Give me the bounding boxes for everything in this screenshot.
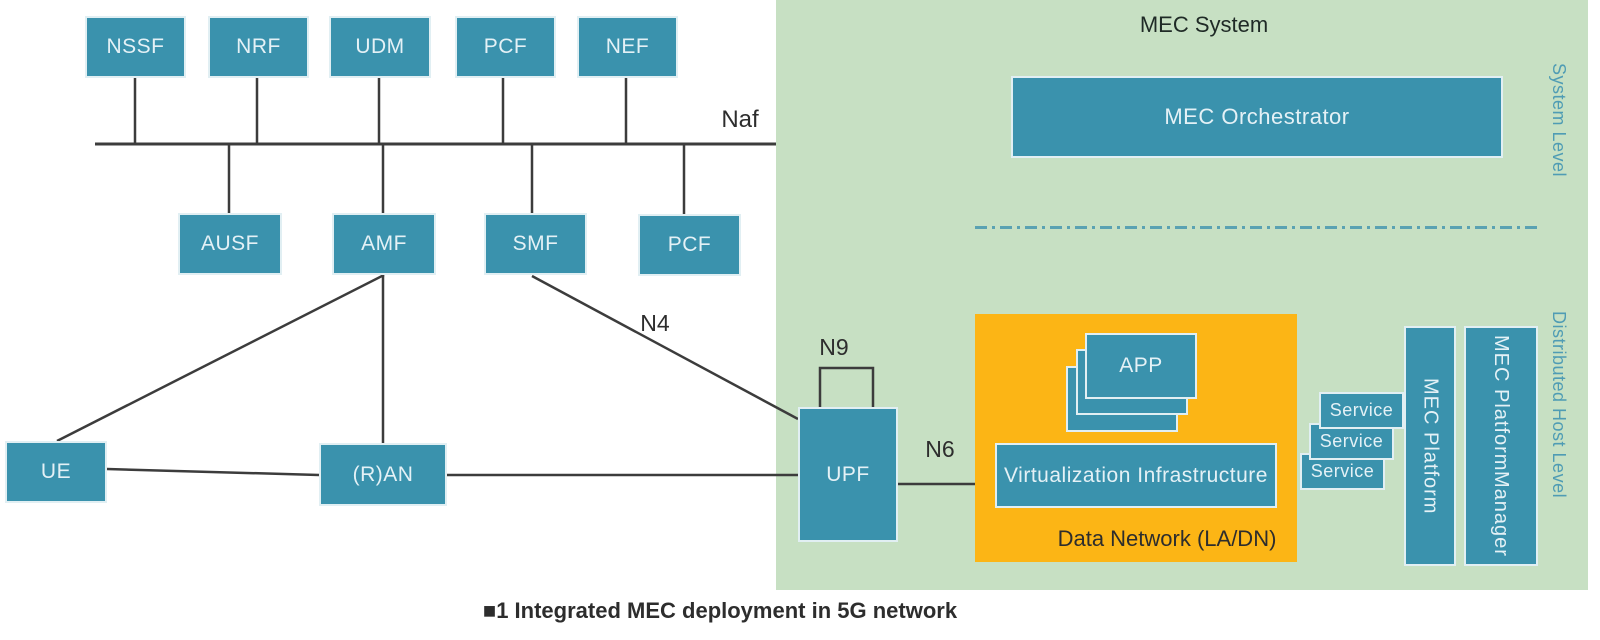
node-ran: (R)AN — [319, 443, 447, 506]
node-ue: UE — [5, 441, 107, 503]
mec-platform-manager-line2: Manager — [1490, 471, 1512, 558]
interface-n6: N6 — [925, 436, 955, 462]
service-box-1: Service — [1319, 392, 1404, 429]
level-divider-line — [975, 226, 1537, 229]
node-upf: UPF — [798, 407, 898, 542]
app-box-front: APP — [1085, 333, 1197, 399]
node-nef: NEF — [577, 16, 678, 78]
node-nrf: NRF — [208, 16, 309, 78]
node-smf: SMF — [484, 213, 587, 275]
figure-caption: ■1 Integrated MEC deployment in 5G netwo… — [482, 598, 958, 623]
virtualization-infrastructure-box: Virtualization Infrastructure — [995, 443, 1277, 508]
mec-platform-manager-line1: MEC Platform — [1490, 334, 1512, 472]
mec-platform-manager-box: MEC Platform Manager — [1464, 326, 1538, 566]
node-udm: UDM — [329, 16, 431, 78]
mec-system-title: MEC System — [1139, 12, 1269, 37]
node-pcf-mid: PCF — [638, 214, 741, 276]
system-level-label: System Level — [1549, 62, 1569, 178]
node-nssf: NSSF — [85, 16, 186, 78]
mec-orchestrator-box: MEC Orchestrator — [1011, 76, 1503, 158]
node-amf: AMF — [332, 213, 436, 275]
node-ausf: AUSF — [178, 213, 282, 275]
host-level-label: Distributed Host Level — [1549, 311, 1569, 499]
interface-naf: Naf — [721, 106, 759, 133]
mec-platform-box: MEC Platform — [1404, 326, 1456, 566]
data-network-label: Data Network (LA/DN) — [1057, 526, 1277, 551]
node-pcf-top: PCF — [455, 16, 556, 78]
interface-n4: N4 — [640, 310, 670, 336]
interface-n9: N9 — [819, 334, 849, 360]
